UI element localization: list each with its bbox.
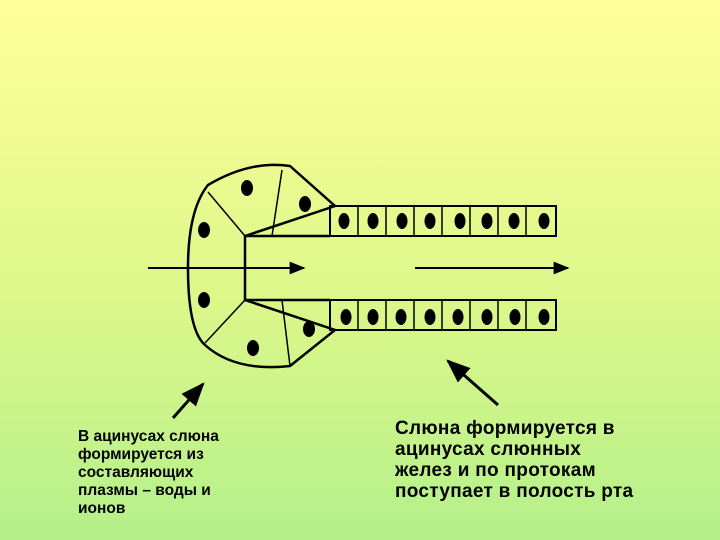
duct-nucleus xyxy=(396,213,408,229)
duct-nucleus xyxy=(509,309,521,325)
acinus-nucleus xyxy=(198,292,210,308)
acinus-nucleus xyxy=(241,180,253,196)
pointer-arrow-acinus xyxy=(171,382,205,419)
duct-caption: Слюна формируется в ацинусах слюнных жел… xyxy=(395,418,634,502)
acinus-nucleus xyxy=(299,196,311,212)
acinus-caption: В ацинусах слюна формируется из составля… xyxy=(78,428,219,517)
acinus-cell-divider xyxy=(207,191,246,237)
duct-nucleus xyxy=(538,309,550,325)
duct-nucleus xyxy=(367,213,379,229)
acinus-cell-divider xyxy=(281,299,291,367)
duct-nucleus xyxy=(454,213,466,229)
duct-nucleus xyxy=(424,309,436,325)
duct-nucleus xyxy=(424,213,436,229)
duct-nucleus xyxy=(538,213,550,229)
duct-lower-row xyxy=(329,299,557,331)
acinus-nucleus xyxy=(198,222,210,238)
acinus-cell-divider xyxy=(271,169,283,237)
duct-upper-row xyxy=(329,205,557,237)
pointer-arrow-duct xyxy=(446,359,499,407)
duct-nucleus xyxy=(508,213,520,229)
duct-nucleus xyxy=(338,213,350,229)
duct-nucleus xyxy=(452,309,464,325)
duct-nucleus xyxy=(367,309,379,325)
duct-nucleus xyxy=(340,309,352,325)
duct-nucleus xyxy=(481,213,493,229)
duct-nucleus xyxy=(395,309,407,325)
duct-nucleus xyxy=(481,309,493,325)
acinus-nucleus xyxy=(247,340,259,356)
acinus-cell-divider xyxy=(204,299,246,344)
acinus-nucleus xyxy=(303,321,315,337)
